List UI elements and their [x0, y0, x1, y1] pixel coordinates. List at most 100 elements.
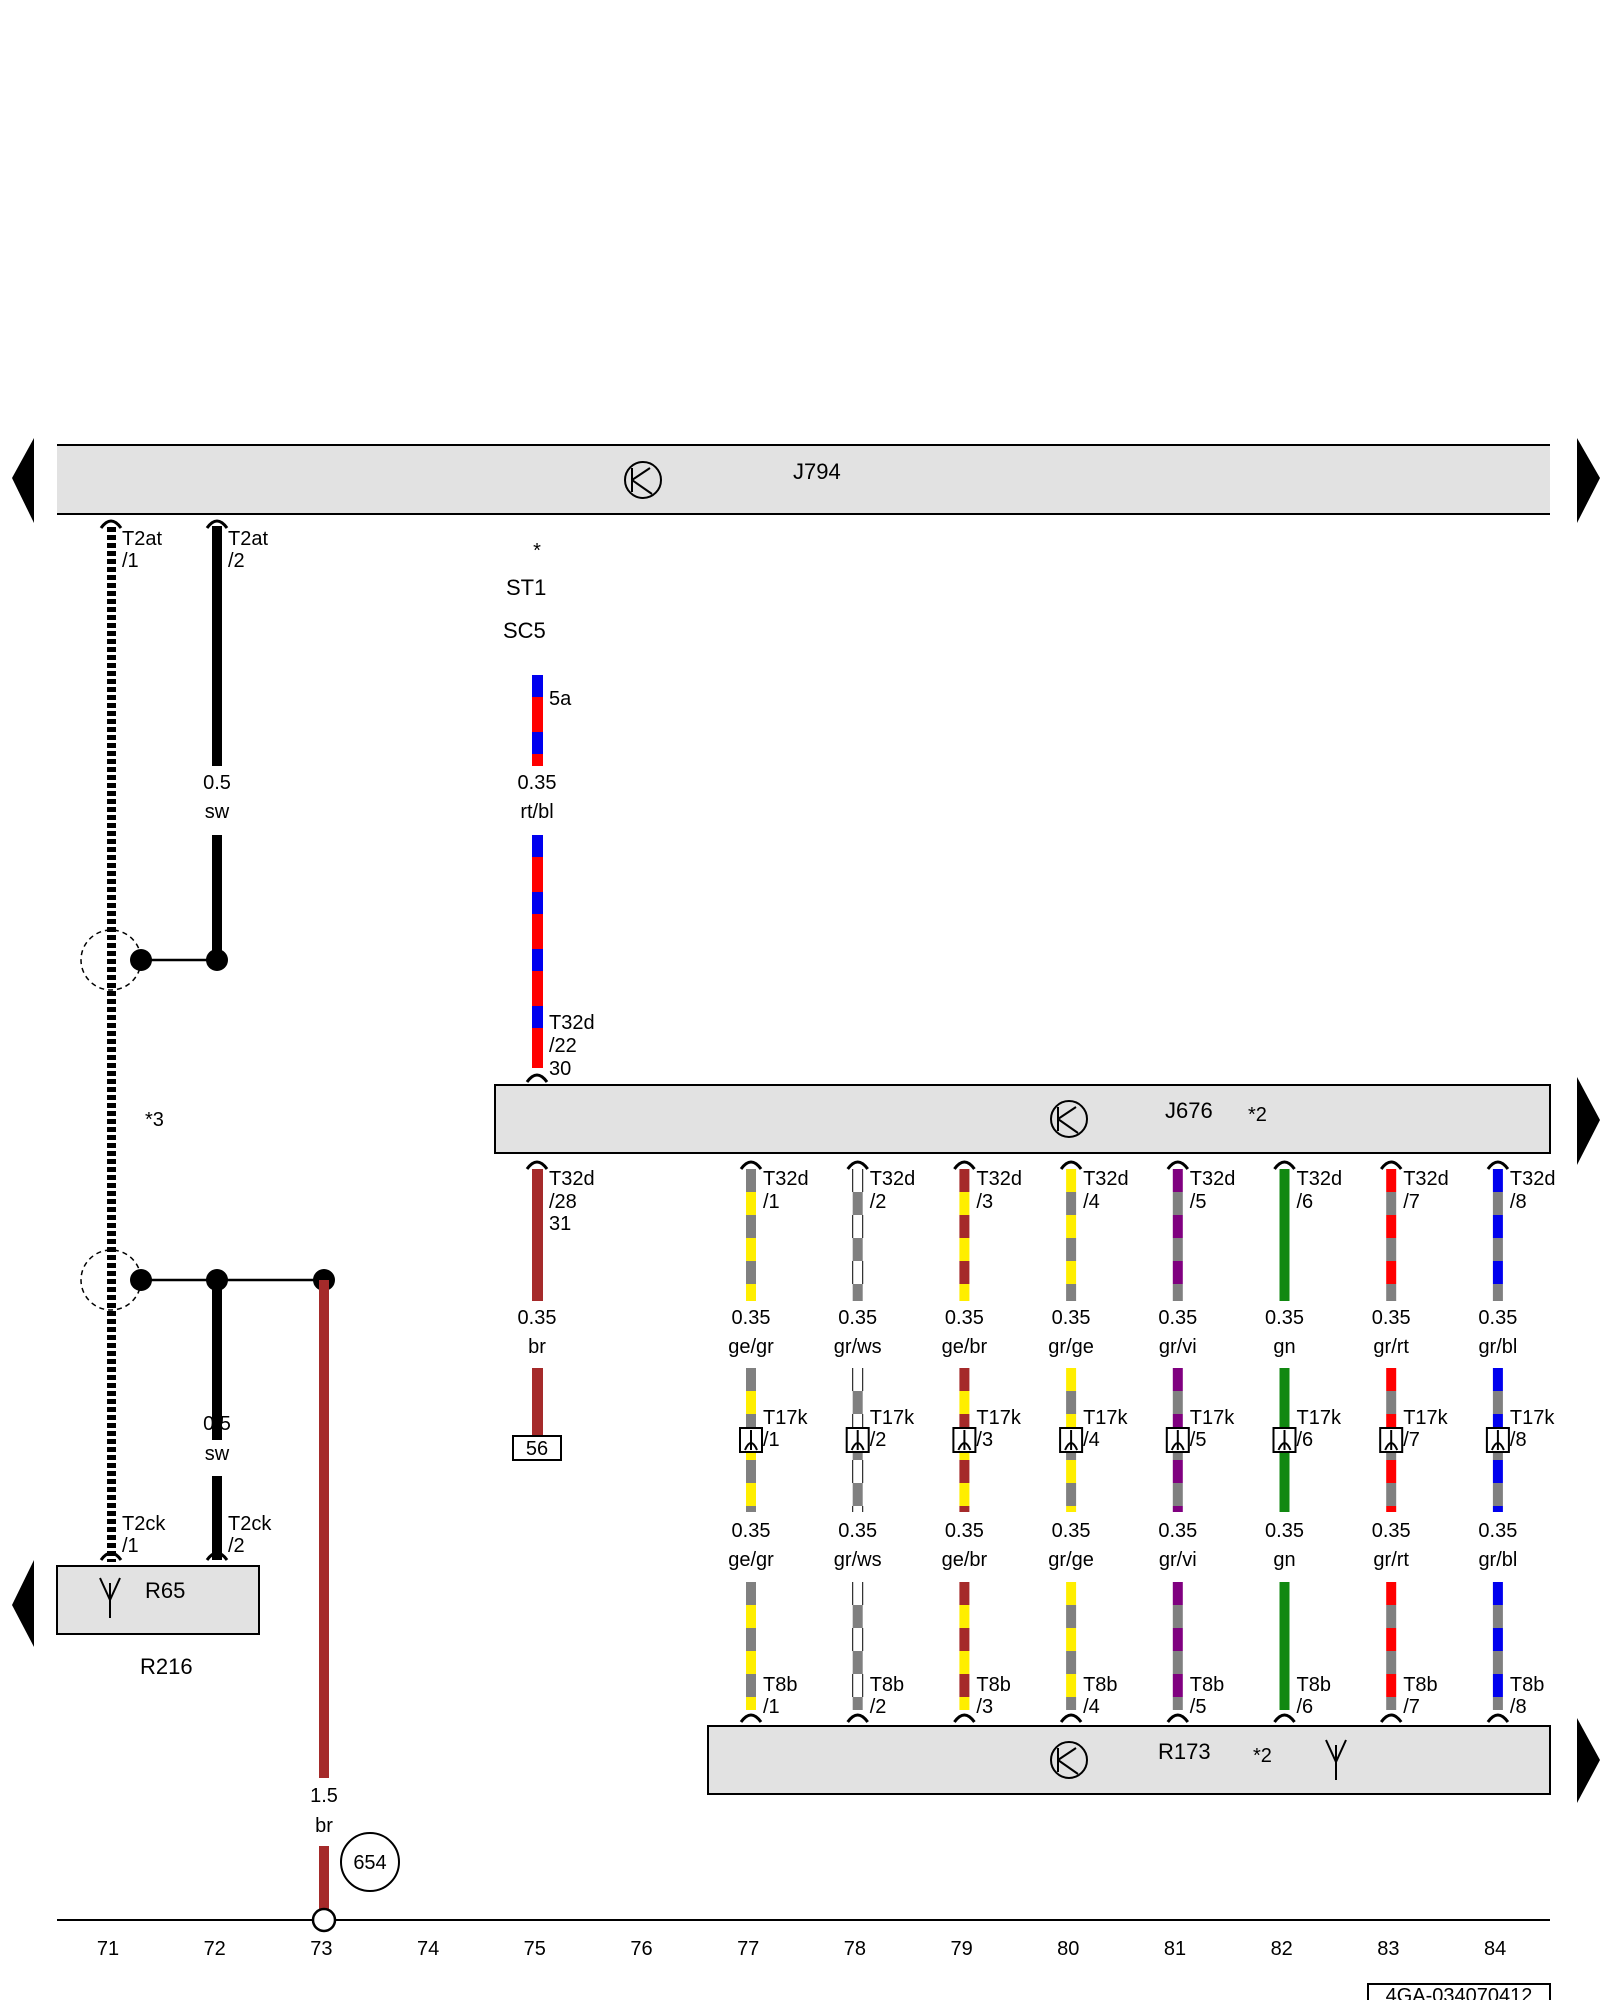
component-j794[interactable]: J794 [57, 444, 1550, 515]
connector-t8b: T8b/4 [1059, 1674, 1118, 1723]
svg-text:T32d: T32d [1403, 1168, 1449, 1190]
svg-text:T8b: T8b [1510, 1674, 1544, 1696]
wire-sw-72-top[interactable] [141, 526, 222, 962]
track-number: 81 [1164, 1938, 1186, 1960]
svg-text:T17k: T17k [1403, 1407, 1448, 1429]
component-j676[interactable]: J676 *2 [494, 1084, 1551, 1154]
svg-text:/4: /4 [1083, 1191, 1100, 1213]
wire-color-label: gr/bl [1478, 1549, 1517, 1571]
wire-color-label: gn [1273, 1336, 1295, 1358]
connector-t32d: T32d/5 [1166, 1160, 1235, 1213]
svg-text:T2ck: T2ck [228, 1513, 272, 1535]
ground-ref-654[interactable]: 654 [340, 1832, 400, 1892]
wire-shielded[interactable] [107, 526, 116, 1562]
svg-text:T17k: T17k [976, 1407, 1021, 1429]
svg-text:31: 31 [549, 1213, 571, 1235]
wire-color-label: gr/ws [834, 1549, 882, 1571]
splice-dot [206, 1269, 228, 1291]
wire-color-label: gn [1273, 1549, 1295, 1571]
wire-br-75[interactable] [532, 1169, 543, 1440]
svg-text:T8b: T8b [1190, 1674, 1224, 1696]
wire-sw-72-bottom[interactable] [141, 1278, 324, 1560]
wire-size-label: 0.35 [1052, 1307, 1091, 1329]
splice-dot [206, 949, 228, 971]
track-number: 79 [950, 1938, 972, 1960]
svg-text:T32d: T32d [1083, 1168, 1129, 1190]
wire-color-label: sw [205, 1443, 230, 1465]
wire-size-label: 0.35 [1158, 1307, 1197, 1329]
bus-lines: T32d/10.35ge/grT17k/10.35ge/grT8b/1T32d/… [728, 1160, 1555, 1723]
svg-text:T2at: T2at [228, 528, 268, 550]
connector-t17k: T17k/3 [952, 1407, 1022, 1453]
svg-text:/4: /4 [1083, 1429, 1100, 1451]
arrow-left-icon[interactable] [12, 438, 34, 523]
wire-color-label: gr/ge [1048, 1336, 1094, 1358]
ground-terminal-icon[interactable] [311, 1907, 337, 1933]
connector-t32d: T32d/7 [1379, 1160, 1449, 1213]
svg-text:/1: /1 [763, 1191, 780, 1213]
svg-text:T32d: T32d [549, 1012, 595, 1034]
svg-text:/1: /1 [122, 1535, 139, 1557]
wire-size-label: 0.35 [732, 1307, 771, 1329]
arrow-right-icon[interactable] [1577, 1718, 1600, 1803]
component-label-r216: R216 [140, 1654, 193, 1679]
connector-t17k: T17k/4 [1059, 1407, 1129, 1453]
track-number: 72 [204, 1938, 226, 1960]
svg-text:T32d: T32d [1297, 1168, 1343, 1190]
svg-text:30: 30 [549, 1058, 571, 1080]
track-number: 75 [524, 1938, 546, 1960]
svg-text:/22: /22 [549, 1035, 577, 1057]
wire-rt-bl-75[interactable] [532, 675, 543, 1068]
svg-text:T2ck: T2ck [122, 1513, 166, 1535]
wire-color-label: br [315, 1815, 333, 1837]
ref-box-56[interactable]: 56 [512, 1435, 562, 1461]
track-number: 83 [1377, 1938, 1399, 1960]
wire-color-label: ge/gr [728, 1549, 774, 1571]
svg-text:/1: /1 [763, 1429, 780, 1451]
svg-text:/3: /3 [976, 1696, 993, 1718]
fuse-pin-label: 5a [549, 688, 572, 710]
track-number: 73 [310, 1938, 332, 1960]
svg-text:/5: /5 [1190, 1191, 1207, 1213]
arrow-right-icon[interactable] [1577, 438, 1600, 523]
connector-t8b: T8b/8 [1486, 1674, 1544, 1723]
component-label-r173: R173 [1158, 1739, 1211, 1764]
svg-text:/1: /1 [763, 1696, 780, 1718]
svg-text:T2at: T2at [122, 528, 162, 550]
note-label: *2 [1253, 1745, 1272, 1767]
connector-t17k: T17k/8 [1485, 1407, 1555, 1453]
sc-label: SC5 [503, 618, 546, 643]
arrow-right-icon[interactable] [1577, 1077, 1600, 1165]
component-label-j794: J794 [793, 459, 841, 484]
wire-color-label: gr/ws [834, 1336, 882, 1358]
wire-size-label: 0.5 [203, 1413, 231, 1435]
splice-dot [130, 949, 152, 971]
wire-size-label: 1.5 [310, 1785, 338, 1807]
connector-t32d-22: T32d /22 30 [525, 1012, 595, 1083]
svg-text:4GA-034070412: 4GA-034070412 [1386, 1985, 1533, 2000]
wire-size-label: 0.35 [1478, 1307, 1517, 1329]
track-number: 84 [1484, 1938, 1506, 1960]
svg-text:T8b: T8b [763, 1674, 797, 1696]
wire-br-73[interactable] [319, 1280, 329, 1910]
svg-text:T32d: T32d [549, 1168, 595, 1190]
component-r65[interactable]: R65 [56, 1565, 260, 1635]
connector-t8b: T8b/6 [1273, 1674, 1331, 1723]
transistor-icon [1050, 1741, 1088, 1779]
arrow-left-icon[interactable] [12, 1560, 34, 1647]
connector-t17k: T17k/2 [845, 1407, 915, 1453]
connector-t8b: T8b/7 [1379, 1674, 1438, 1723]
wire-color-label: gr/vi [1159, 1336, 1197, 1358]
component-r173[interactable]: R173 *2 [707, 1725, 1551, 1795]
svg-text:/2: /2 [870, 1696, 887, 1718]
